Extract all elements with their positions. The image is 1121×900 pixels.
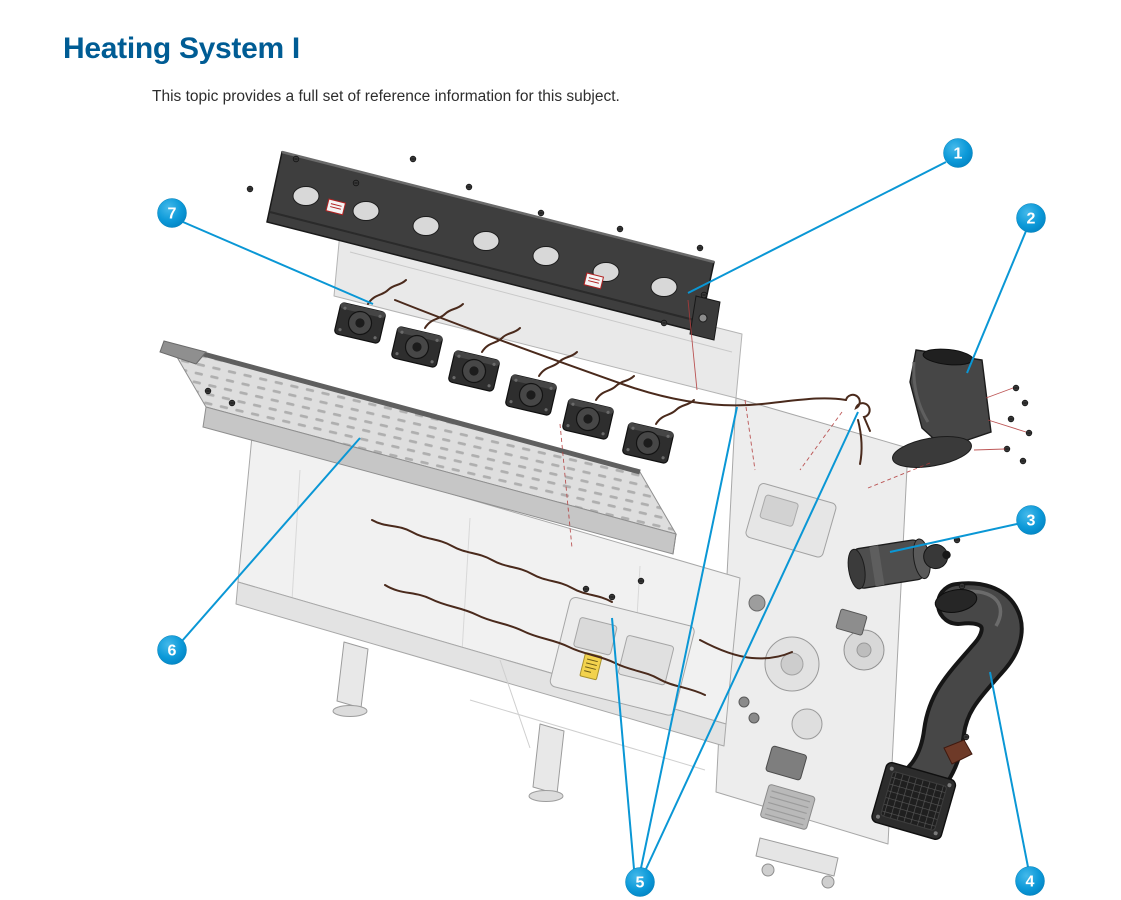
callout-1-marker xyxy=(943,138,973,168)
fan-assembly xyxy=(447,349,501,393)
callout-6-number: 6 xyxy=(168,643,177,660)
part-5-cables xyxy=(371,519,793,696)
callout-1-leader-line xyxy=(687,161,947,294)
fan-assembly xyxy=(390,325,444,369)
callout-5-leader-line-c xyxy=(645,411,859,870)
callout-7-leader-line xyxy=(182,221,374,305)
callout-7-marker xyxy=(157,198,187,228)
callout-5-leader-line-b xyxy=(640,406,738,869)
part-1-cover-bar xyxy=(266,150,721,341)
part-3-motor xyxy=(847,538,951,590)
callout-1: 1 xyxy=(943,138,973,168)
callout-5-leader-line-a xyxy=(611,617,635,870)
part-7-fan-assemblies xyxy=(333,279,871,465)
page-subtitle: This topic provides a full set of refere… xyxy=(152,88,620,105)
callout-3-leader-line xyxy=(889,523,1018,553)
callout-3-marker xyxy=(1016,505,1046,535)
callout-2-leader-line xyxy=(966,230,1027,374)
callout-7-number: 7 xyxy=(168,206,177,223)
warning-label xyxy=(325,198,347,216)
part-6-platen xyxy=(159,340,678,555)
cable-harness xyxy=(394,299,847,407)
duct-bracket xyxy=(943,739,973,765)
callout-4-leader-line xyxy=(989,671,1029,868)
callout-2: 2 xyxy=(1016,203,1046,233)
fan-assembly xyxy=(561,397,615,441)
callout-5: 5 xyxy=(625,867,655,897)
alignment-guide-lines xyxy=(559,299,1027,549)
callout-2-marker xyxy=(1016,203,1046,233)
callout-leader-lines xyxy=(181,161,1029,870)
callout-5-marker xyxy=(625,867,655,897)
fan-assembly xyxy=(333,301,387,345)
callout-3-number: 3 xyxy=(1027,513,1036,530)
page-title: Heating System I xyxy=(63,32,300,65)
callout-6: 6 xyxy=(157,635,187,665)
fan-assembly xyxy=(504,373,558,417)
part-2-duct xyxy=(892,348,992,468)
fan-assembly xyxy=(621,421,675,465)
callout-6-marker xyxy=(157,635,187,665)
callout-5-number: 5 xyxy=(636,875,645,892)
callout-7: 7 xyxy=(157,198,187,228)
callout-4-marker xyxy=(1015,866,1045,896)
callout-4: 4 xyxy=(1015,866,1045,896)
callout-1-number: 1 xyxy=(954,146,963,163)
callout-3: 3 xyxy=(1016,505,1046,535)
warning-label xyxy=(583,272,605,290)
callout-6-leader-line xyxy=(181,437,361,642)
part-4-grille xyxy=(871,761,957,840)
part-4-duct xyxy=(878,581,1024,820)
callout-2-number: 2 xyxy=(1027,211,1036,228)
callout-4-number: 4 xyxy=(1026,874,1035,891)
